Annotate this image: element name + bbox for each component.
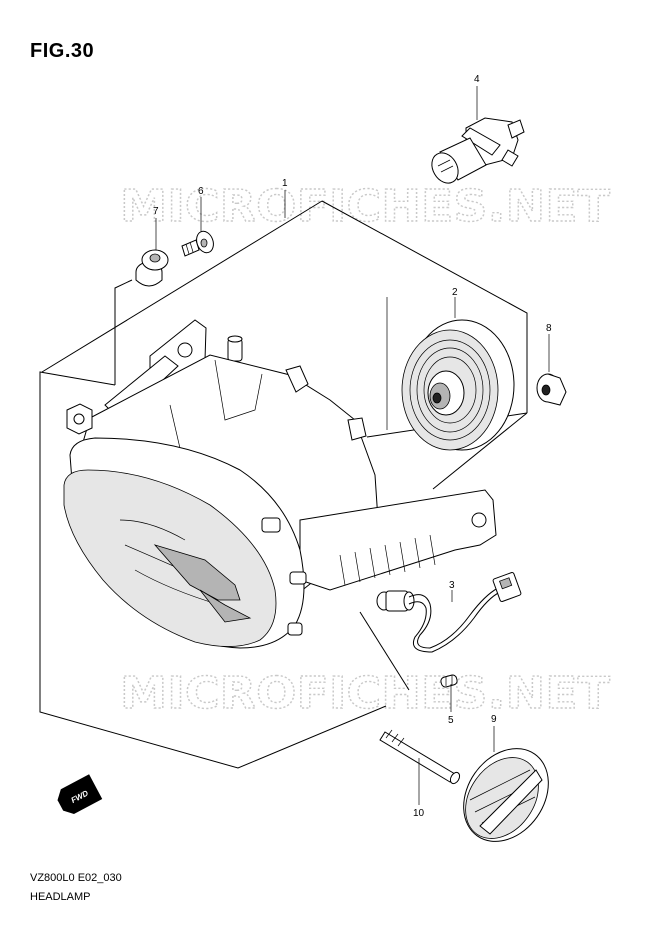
rubber-bulb-cover-icon (401, 319, 515, 451)
figure-title: FIG.30 (30, 40, 95, 62)
callout-7: 7 (153, 206, 159, 217)
leader-lines (155, 86, 550, 805)
screw-washer-icon (181, 230, 214, 257)
assembly-outline (39, 200, 528, 769)
rubber-cushion-icon (536, 373, 567, 406)
assembly-name: HEADLAMP (30, 891, 91, 903)
callout-5: 5 (448, 715, 454, 726)
callout-8: 8 (546, 323, 552, 334)
callout-1: 1 (282, 178, 288, 189)
model-code: VZ800L0 E02_030 (30, 872, 122, 884)
reflector-icon (463, 748, 549, 842)
rubber-grommet-icon (135, 249, 169, 287)
pin-bolt-icon (379, 729, 461, 785)
callout-numbers: 1 2 3 4 5 6 7 8 9 10 (153, 74, 552, 819)
position-socket-harness-icon (376, 572, 522, 653)
callout-9: 9 (491, 714, 497, 725)
watermark-bottom: MICROFICHES.NET (120, 668, 610, 719)
headlamp-bulb-icon (431, 117, 525, 184)
callout-4: 4 (474, 74, 480, 85)
callout-10: 10 (413, 808, 425, 819)
callout-2: 2 (452, 287, 458, 298)
callout-3: 3 (449, 580, 455, 591)
callout-6: 6 (198, 186, 204, 197)
forward-direction-badge: FWD (57, 774, 103, 814)
headlamp-housing-icon (63, 319, 497, 649)
position-bulb-icon (440, 674, 458, 688)
